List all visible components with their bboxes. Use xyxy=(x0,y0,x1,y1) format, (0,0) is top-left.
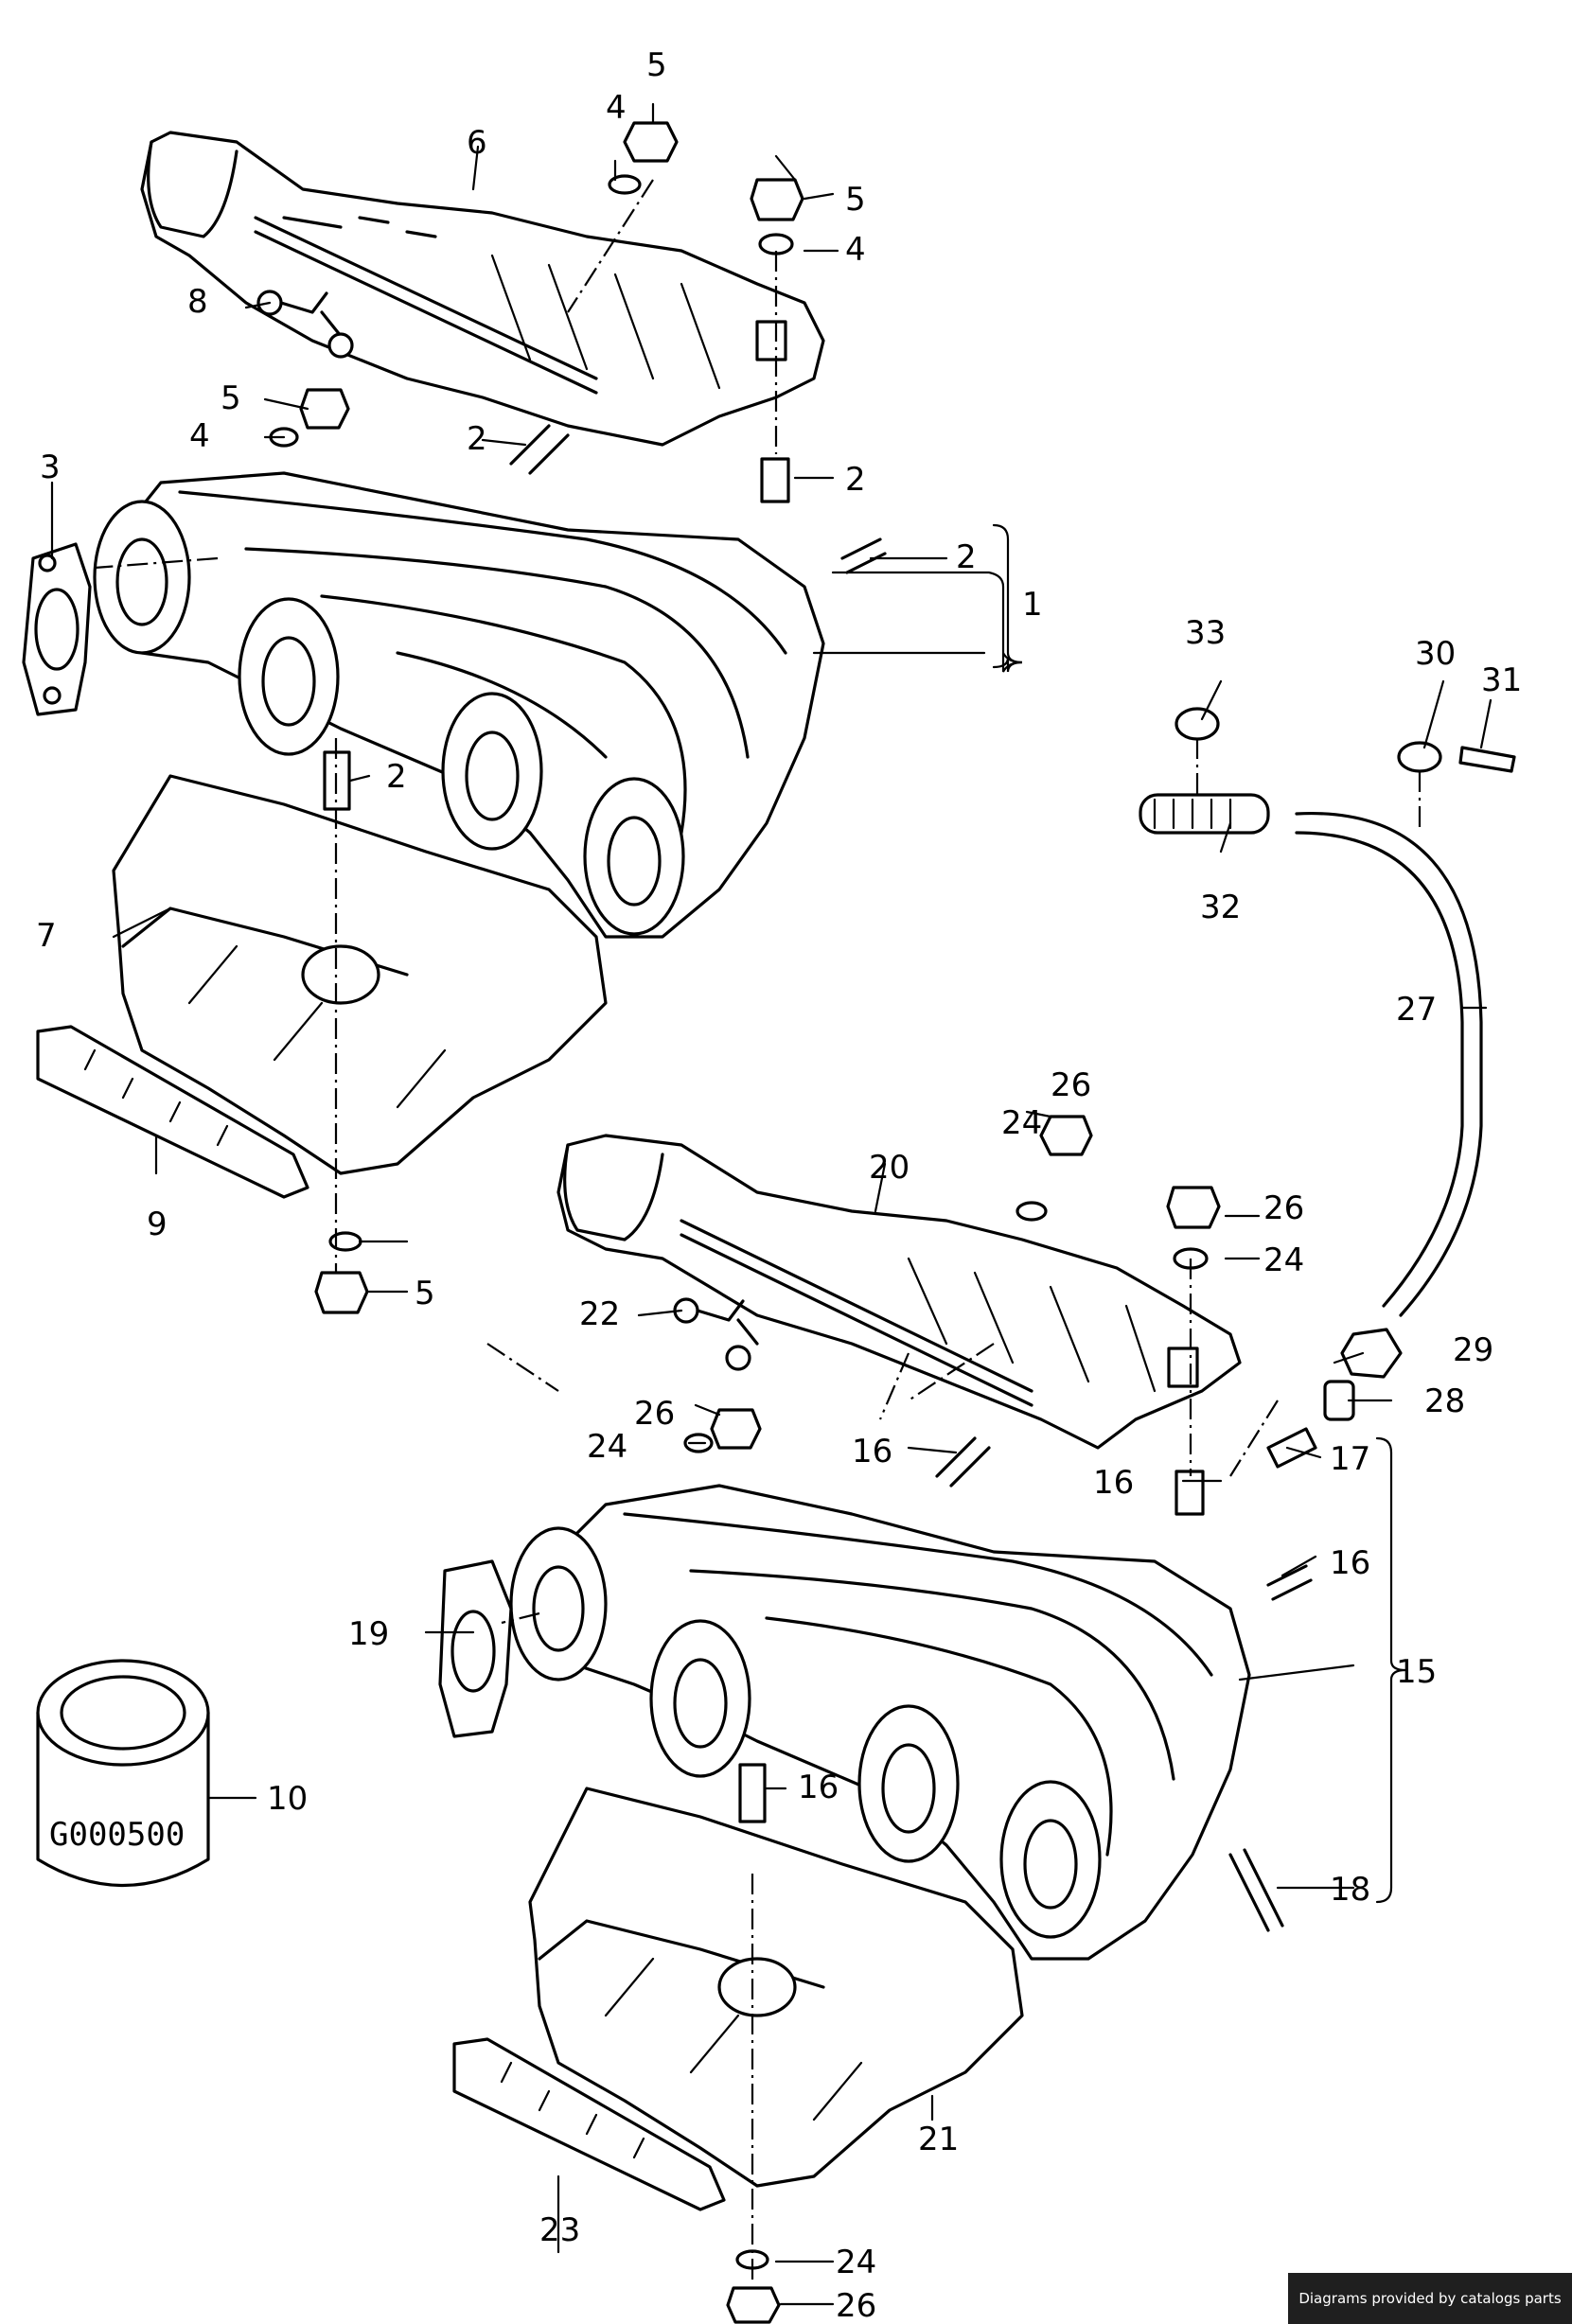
leader-lines xyxy=(50,102,1493,2306)
callout-31: 31 xyxy=(1481,661,1522,699)
callout-17: 17 xyxy=(1330,1440,1370,1478)
callout-5: 5 xyxy=(845,181,866,219)
heat-shield-lower-upper xyxy=(112,774,608,1175)
callout-6: 6 xyxy=(467,124,487,162)
callout-16: 16 xyxy=(852,1433,892,1470)
callout-16: 16 xyxy=(1093,1464,1134,1502)
callout-22: 22 xyxy=(579,1295,620,1333)
bracket-lower xyxy=(452,2037,726,2211)
callout-29: 29 xyxy=(1453,1331,1493,1369)
callout-24: 24 xyxy=(836,2244,876,2281)
callout-24: 24 xyxy=(1001,1104,1042,1142)
gasket-lower xyxy=(438,1559,513,1738)
gasket-upper xyxy=(22,542,92,716)
callout-4: 4 xyxy=(845,231,866,269)
callout-3: 3 xyxy=(40,449,61,486)
vacuum-pipe xyxy=(1139,707,1516,1421)
callout-33: 33 xyxy=(1185,614,1226,652)
heat-shield-upper xyxy=(140,131,825,447)
callout-2: 2 xyxy=(386,758,407,796)
heat-shield-lower-lower xyxy=(528,1787,1024,2188)
callout-1: 1 xyxy=(1022,586,1043,624)
exhaust-manifold-upper xyxy=(93,424,887,939)
footer-credit: Diagrams provided by catalogs parts xyxy=(1288,2273,1572,2324)
callout-15: 15 xyxy=(1396,1653,1437,1691)
callout-2: 2 xyxy=(845,461,866,499)
callout-18: 18 xyxy=(1330,1871,1370,1909)
callout-26: 26 xyxy=(836,2287,876,2324)
callout-10: 10 xyxy=(267,1780,308,1818)
callout-5: 5 xyxy=(221,379,241,417)
callout-9: 9 xyxy=(147,1206,168,1243)
exhaust-manifold-lower xyxy=(509,1427,1317,1961)
callout-2: 2 xyxy=(467,420,487,458)
callout-28: 28 xyxy=(1424,1382,1465,1420)
callout-26: 26 xyxy=(1051,1066,1091,1104)
callout-23: 23 xyxy=(539,2211,580,2249)
callout-20: 20 xyxy=(869,1149,910,1187)
callout-16: 16 xyxy=(1330,1544,1370,1582)
callout-30: 30 xyxy=(1415,635,1456,673)
callout-8: 8 xyxy=(187,283,208,321)
callout-19: 19 xyxy=(348,1615,389,1653)
callout-32: 32 xyxy=(1200,889,1241,926)
callout-2: 2 xyxy=(956,538,977,576)
callout-7: 7 xyxy=(36,917,57,955)
heat-shield-upper-lower xyxy=(556,1134,1242,1450)
callout-5: 5 xyxy=(415,1275,435,1312)
callout-26: 26 xyxy=(1263,1189,1304,1227)
bracket-upper xyxy=(36,1025,309,1199)
callout-4: 4 xyxy=(606,89,627,127)
callout-26: 26 xyxy=(634,1395,675,1433)
callout-21: 21 xyxy=(918,2121,959,2158)
callout-5: 5 xyxy=(646,46,667,84)
figure-code: G000500 xyxy=(49,1816,185,1854)
callout-24: 24 xyxy=(587,1428,627,1466)
callout-4: 4 xyxy=(189,417,210,455)
callout-labels: 1 2 2 2 2 3 4 4 4 5 5 5 5 6 7 8 9 10 15 … xyxy=(36,46,1522,2324)
hardware-lower xyxy=(683,1115,1221,2324)
filter-cartridge xyxy=(36,1659,210,1887)
callout-16: 16 xyxy=(798,1769,839,1806)
callout-27: 27 xyxy=(1396,991,1437,1029)
clip-lower xyxy=(673,1297,759,1371)
callout-24: 24 xyxy=(1263,1241,1304,1279)
